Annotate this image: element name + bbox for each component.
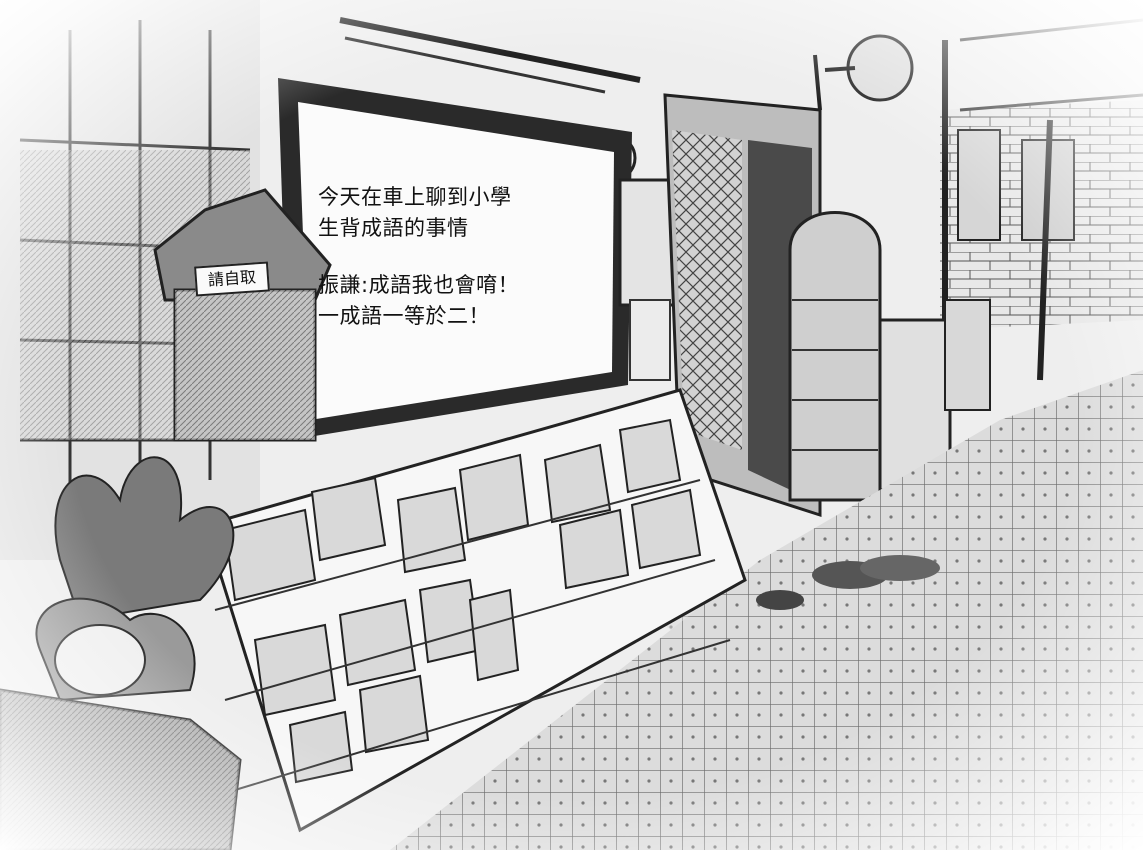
speech-gap <box>318 244 608 270</box>
speech-bubble-text: 今天在車上聊到小學 生背成語的事情 振謙:成語我也會唷！ 一成語一等於二！ <box>318 182 608 332</box>
speech-line-2: 生背成語的事情 <box>318 216 469 240</box>
speech-line-4: 一成語一等於二！ <box>318 304 490 328</box>
speech-line-1: 今天在車上聊到小學 <box>318 185 512 209</box>
speech-line-3: 振謙:成語我也會唷！ <box>318 273 520 297</box>
help-yourself-sign: 請自取 <box>194 261 270 297</box>
